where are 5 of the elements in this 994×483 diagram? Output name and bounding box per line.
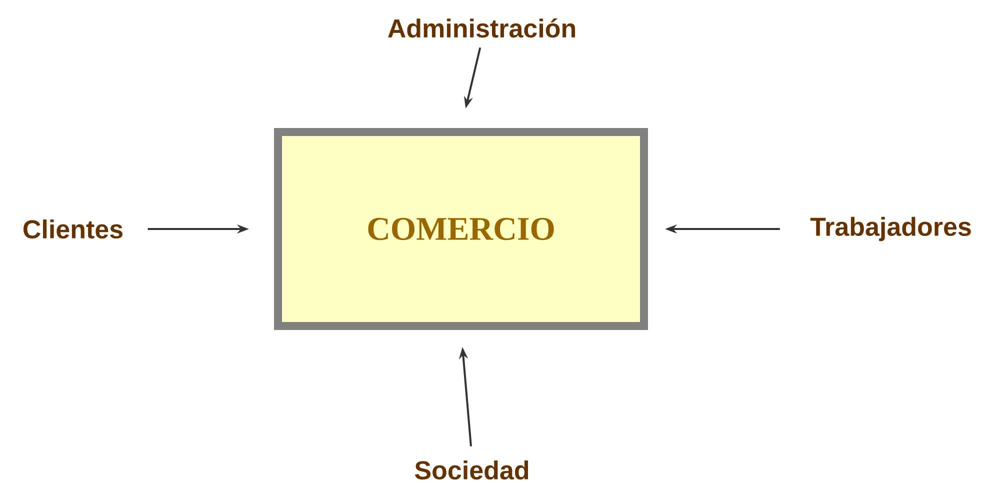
stakeholder-label: Trabajadores [810, 216, 971, 242]
stakeholder-label: Clientes [24, 219, 122, 239]
stakeholder-label: Administración [388, 18, 576, 38]
process-box: COMERCIO [274, 128, 648, 330]
stakeholder-label: Sociedad [414, 460, 528, 480]
